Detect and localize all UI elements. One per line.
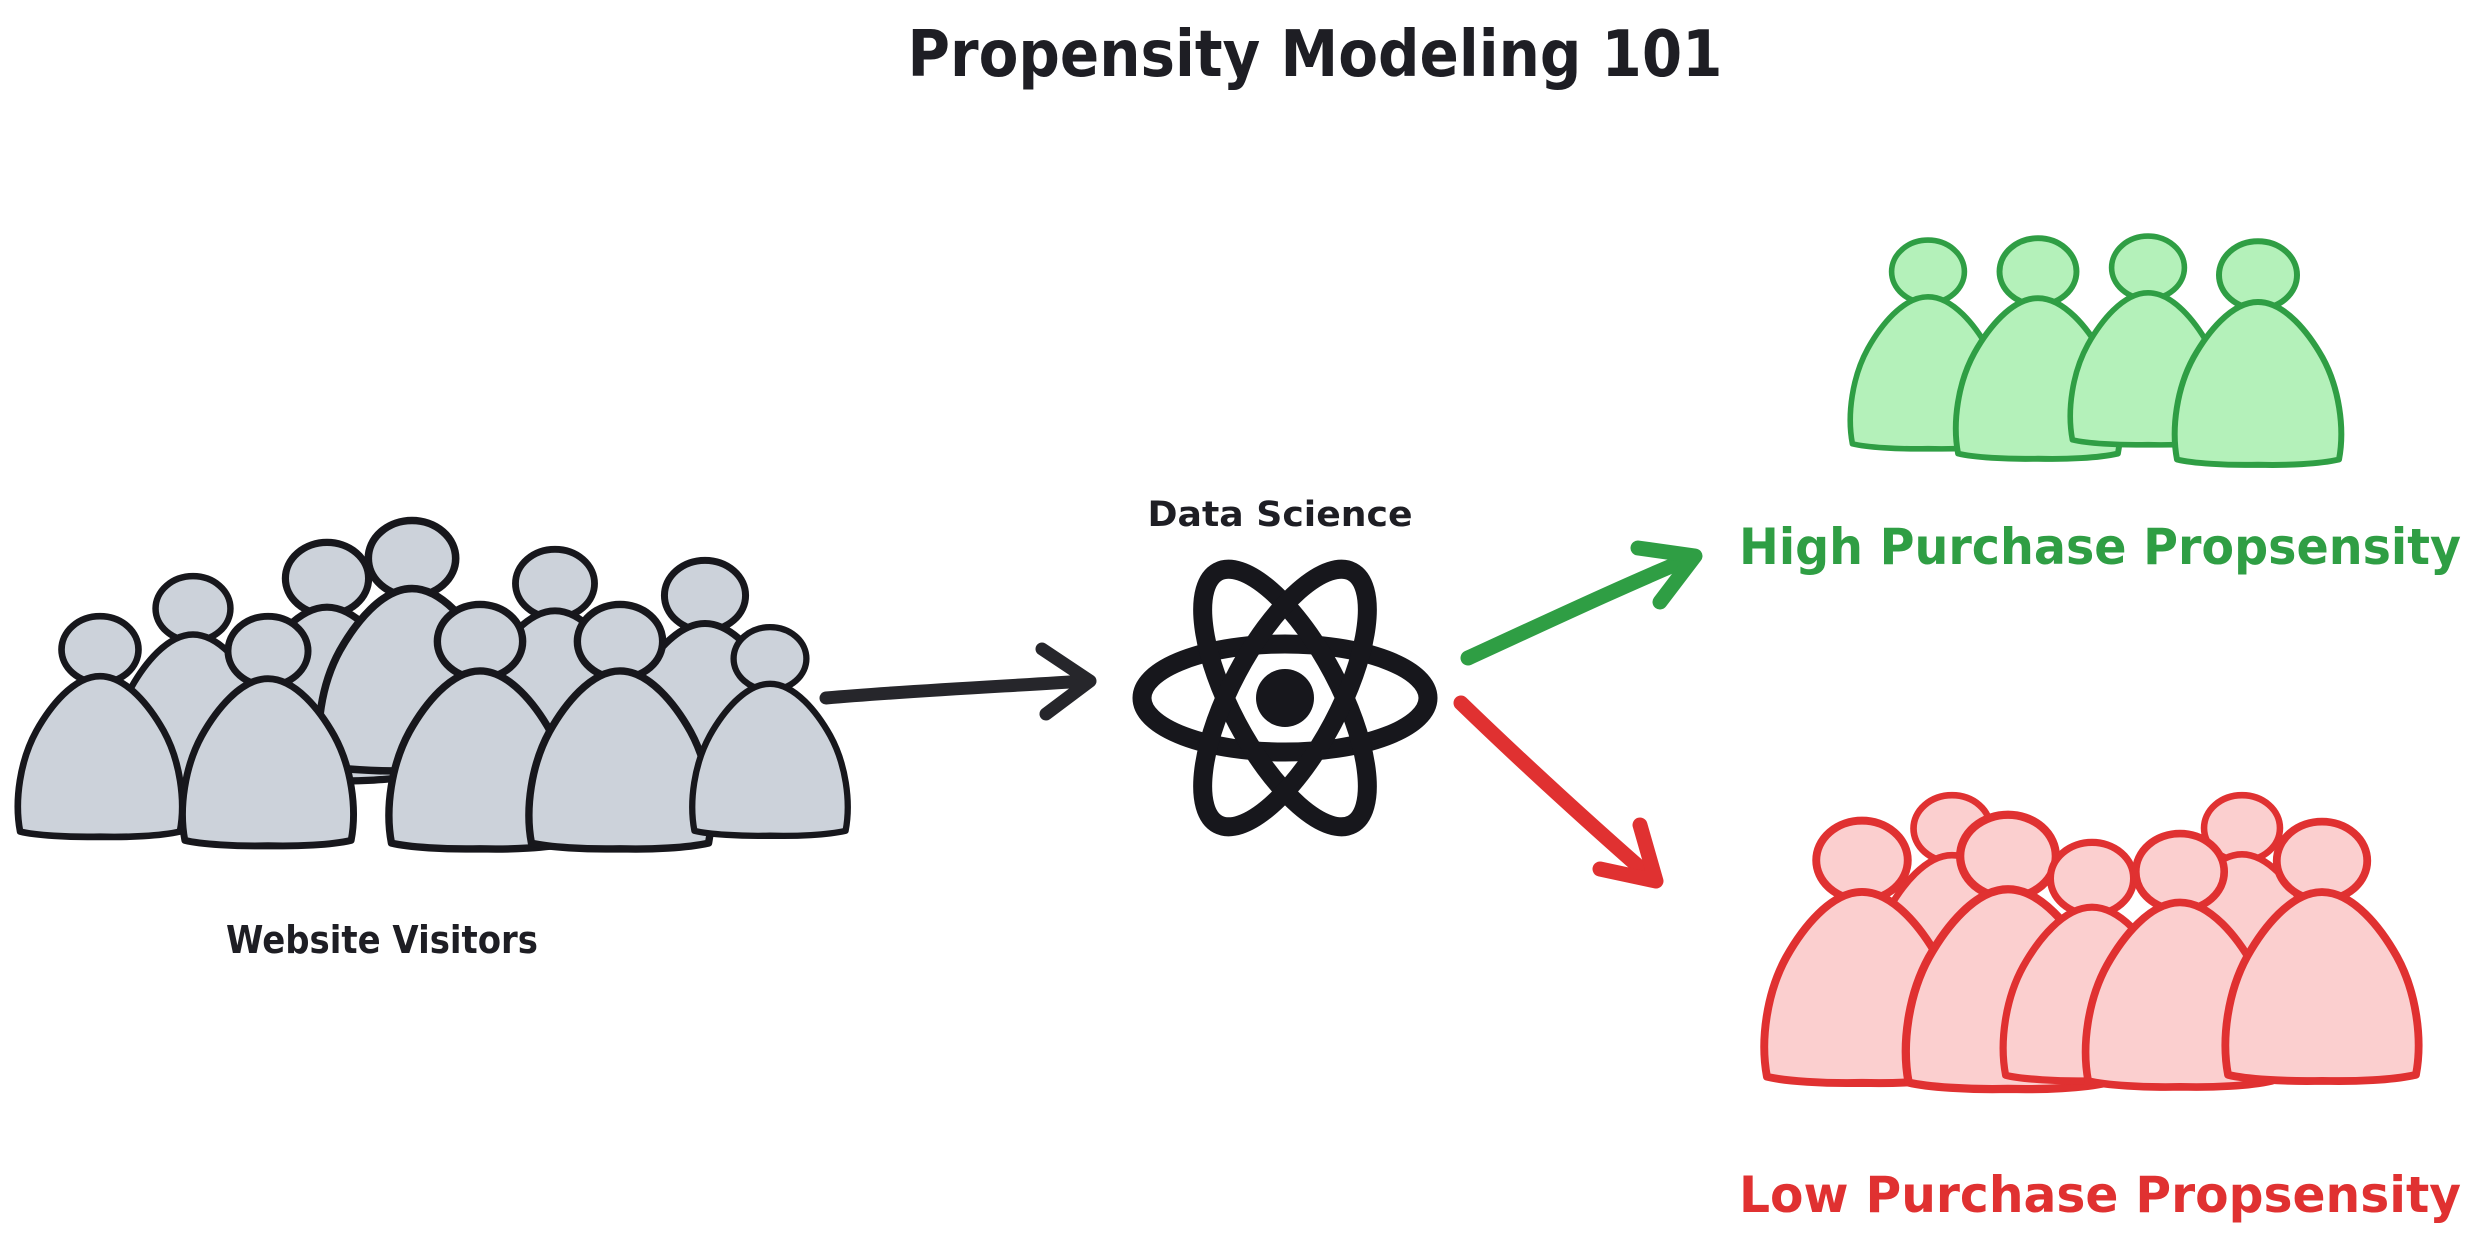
person-body (14, 672, 186, 841)
person-head (152, 572, 234, 645)
person-head (1888, 237, 1968, 306)
atom-orbit-left (1193, 559, 1377, 837)
arrow-data-science-to-high (1460, 540, 1703, 666)
atom-nucleus (1256, 669, 1314, 727)
person-head (730, 623, 810, 694)
arrow-shaft (1460, 549, 1701, 666)
arrow-shaft (819, 674, 1093, 705)
arrow-visitors-to-data-science (819, 642, 1097, 721)
arrow-head (1630, 540, 1703, 610)
person-head (224, 612, 312, 690)
low-propensity-group (1760, 791, 2423, 1094)
person-head (2108, 233, 2188, 302)
person-figure (689, 623, 851, 840)
arrow-head (1035, 642, 1097, 721)
person-body (2221, 888, 2423, 1085)
atom-orbit-right (1193, 559, 1377, 837)
person-figure (179, 612, 357, 850)
person-body (2171, 299, 2345, 468)
person-body (179, 675, 357, 850)
high-propensity-label: High Purchase Propsensity (1739, 518, 2461, 576)
arrow-shaft (1453, 695, 1662, 888)
arrow-head (1592, 817, 1664, 889)
person-head (512, 545, 598, 622)
data-science-label: Data Science (1148, 495, 1413, 535)
arrow-data-science-to-low (1453, 695, 1664, 889)
person-figure (2171, 238, 2345, 468)
low-propensity-label: Low Purchase Propsensity (1739, 1166, 2461, 1224)
person-body (689, 680, 851, 840)
person-figure (525, 600, 715, 853)
person-head (573, 600, 667, 682)
person-figure (2221, 817, 2423, 1085)
high-propensity-group (1847, 233, 2345, 468)
atom-icon (1132, 559, 1438, 837)
page-title: Propensity Modeling 101 (908, 18, 1723, 92)
person-head (2272, 817, 2372, 904)
atom-orbit-horizontal (1132, 634, 1438, 762)
website-visitors-label: Website Visitors (226, 918, 538, 962)
person-head (433, 600, 527, 682)
person-body (525, 667, 715, 853)
person-head (2216, 238, 2300, 312)
person-figure (14, 612, 186, 841)
website-visitors-group (14, 516, 851, 853)
person-head (1996, 235, 2080, 308)
